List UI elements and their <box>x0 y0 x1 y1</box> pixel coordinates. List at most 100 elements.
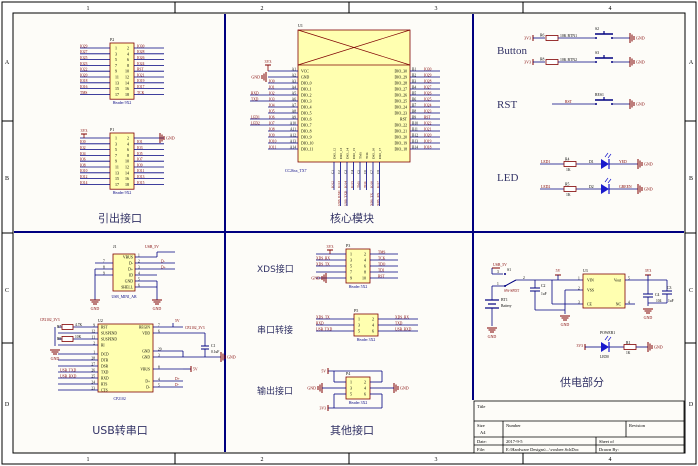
capacitor-value: 104 <box>656 299 662 303</box>
net-alias: RXD <box>251 91 259 95</box>
net-label: IO0 <box>269 79 275 83</box>
pin-number: A12 <box>290 133 296 137</box>
pin-number: 8 <box>103 265 105 269</box>
net-alias: XDS_TX <box>369 192 373 206</box>
capacitor-value: 1uF <box>541 292 547 296</box>
ground-label: GND <box>51 356 60 361</box>
pin-function: VBUS <box>140 368 150 372</box>
power-label: 3V3 <box>327 244 334 249</box>
footprint-label: Header 5X2 <box>349 285 368 289</box>
shield-x <box>297 29 411 66</box>
net-label: USB_RXD <box>60 374 77 378</box>
pin-number: B9 <box>412 115 416 119</box>
designator: R4 <box>565 158 570 162</box>
net-label: IO10 <box>269 139 277 143</box>
pin-number: 18 <box>125 92 129 97</box>
pin-number: 1 <box>138 253 140 257</box>
ground-icon: GND <box>637 159 653 169</box>
pin-function: RI <box>101 344 105 348</box>
section-title-core: 核心模块 <box>330 211 374 225</box>
pin-number: 10 <box>125 159 129 164</box>
pin-function: SUSPEND <box>101 332 117 336</box>
pin-number: C2 <box>337 170 341 174</box>
pin-number: A9 <box>292 115 297 119</box>
led-resistor <box>563 186 577 192</box>
footprint-label: Header 3X2 <box>349 401 368 405</box>
pin-number: C5 <box>356 170 360 174</box>
net-label: GREEN <box>619 185 632 189</box>
section-title-power: 供电部分 <box>560 375 604 389</box>
pin-number: A13 <box>290 139 296 143</box>
ground-icon: GND <box>487 327 497 339</box>
pin-number: 4 <box>364 258 366 263</box>
pin-function: D- <box>146 386 151 390</box>
net-label: LED1 <box>541 160 550 164</box>
led-ray <box>607 153 612 159</box>
designator: J1 <box>113 244 117 249</box>
pin-number: B3 <box>412 79 416 83</box>
pin-number: A1 <box>292 67 297 71</box>
pin-number: A11 <box>290 127 296 131</box>
part-label: CP2102 <box>114 397 126 401</box>
net-label: IO3 <box>137 146 143 150</box>
pin-number: 1 <box>115 46 117 51</box>
power-label: 3V3 <box>524 36 531 41</box>
pin-function: DTR <box>101 359 109 363</box>
row-label: D <box>689 402 694 408</box>
part-label: LED0 <box>600 355 609 359</box>
pin-number: 27 <box>91 362 95 366</box>
net-label: USB_RXD <box>395 327 412 331</box>
pin-number: 17 <box>115 182 119 187</box>
pin-function: DIO_7 <box>301 124 312 128</box>
pin-function: DIO_21 <box>395 130 408 134</box>
pin-number: 13 <box>115 80 119 85</box>
net-label: IO11 <box>269 145 276 149</box>
pin-function: DIO_20 <box>395 136 408 140</box>
pin-number: B7 <box>412 103 416 107</box>
footprint-label: Header 9X2 <box>113 101 132 105</box>
pin-number: A5 <box>292 91 297 95</box>
pin-function: VSS <box>587 289 594 293</box>
power-label: 3V3 <box>319 407 326 411</box>
pin-number: 6 <box>364 392 366 397</box>
designator: R7 <box>57 325 61 329</box>
ground-label: GND <box>636 102 645 107</box>
net-label: D+ <box>161 265 166 269</box>
net-label: XDS_TX <box>316 262 330 266</box>
net-label: RST <box>424 115 431 119</box>
pin-function: TCK <box>365 152 369 159</box>
resistor-value: 4.7K <box>75 323 82 327</box>
net-label: IO7 <box>269 121 275 125</box>
col-label: 3 <box>435 457 438 463</box>
pin-number: 3 <box>115 141 117 146</box>
pin-function: GND <box>301 76 309 80</box>
row-label: C <box>5 288 9 294</box>
net-label: RST <box>378 274 385 278</box>
ground-icon: GND <box>251 72 267 82</box>
power-label: 3V3 <box>524 60 531 65</box>
switch-designator: RES1 <box>595 93 604 97</box>
pin-number: C6 <box>363 170 367 174</box>
title-label: Title <box>477 404 485 409</box>
designator: S1 <box>507 268 511 272</box>
drawn-by-label: Drawn By: <box>599 447 619 452</box>
net-alias: LED1 <box>251 115 260 119</box>
net-label: XDS_RX <box>316 256 330 260</box>
ground-icon: GND <box>637 184 653 194</box>
power-label: CP2102_3V3 <box>40 318 60 322</box>
pin-number: 9 <box>350 276 352 281</box>
ground-icon: GND <box>647 342 663 352</box>
ground-label: GND <box>307 386 316 391</box>
pin-function: DIO_13 <box>339 148 343 159</box>
switch-contact <box>595 61 597 63</box>
part-label: Battery <box>501 304 512 308</box>
power-led-resistor <box>623 344 637 350</box>
pin-number: B11 <box>412 127 418 131</box>
pin-function: D+ <box>128 268 133 272</box>
power-label: 3V3 <box>81 128 88 133</box>
designator: U1 <box>298 23 303 28</box>
col-label: 2 <box>261 457 264 463</box>
net-label: IO6 <box>80 158 86 162</box>
net-label: IO2 <box>269 91 275 95</box>
